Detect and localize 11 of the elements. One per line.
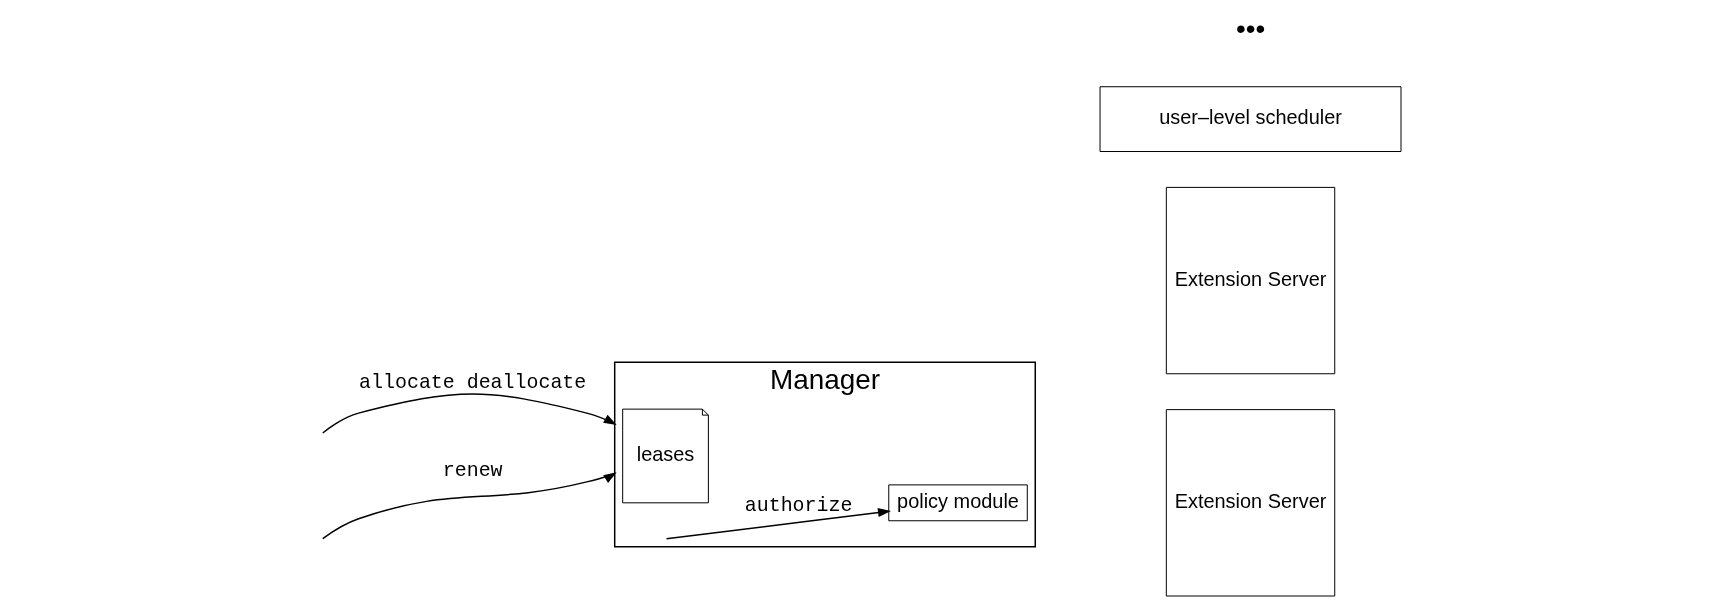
edge-label: allocate deallocate [358,371,586,395]
arrow [321,393,617,434]
arrow [665,508,891,540]
node-box: user–level scheduler [1099,86,1401,152]
node-box: Extension Server [1165,409,1335,597]
arrow [321,472,617,540]
node-box: policy module [887,484,1028,522]
edge-label: renew [442,458,503,482]
edge-label: authorize [744,493,852,517]
label: ••• [1235,13,1265,45]
node-box: Extension Server [1165,186,1335,375]
